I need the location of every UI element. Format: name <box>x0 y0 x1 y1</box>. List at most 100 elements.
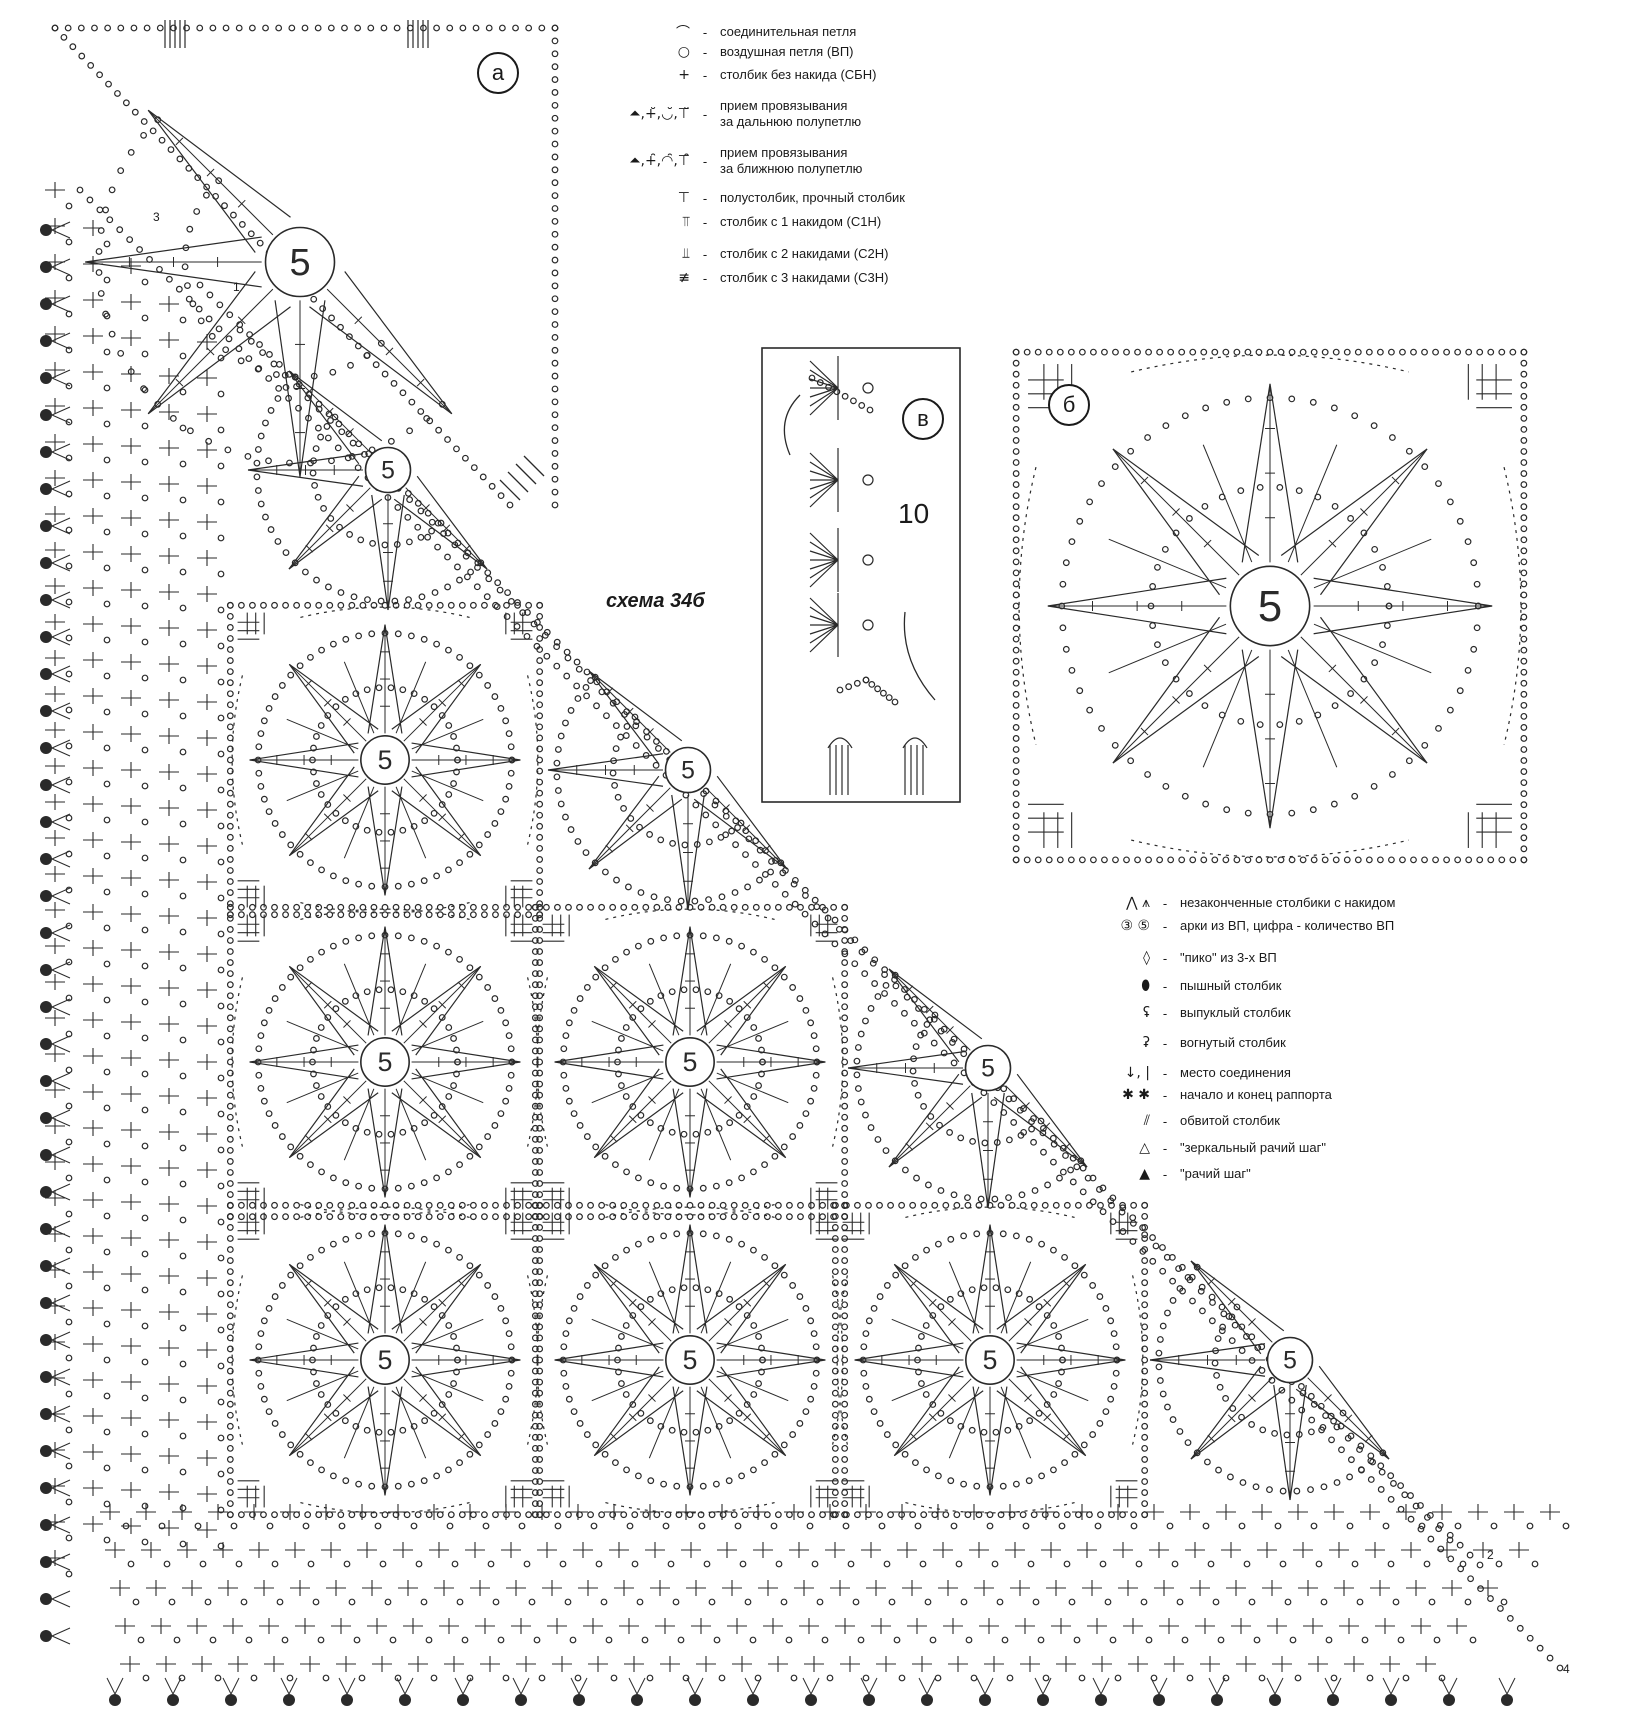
chain-stitch-icon <box>163 1560 171 1568</box>
chain-stitch-icon <box>235 345 243 353</box>
chain-stitch-icon <box>337 1213 345 1221</box>
chain-stitch-icon <box>1141 1511 1149 1519</box>
chain-stitch-icon <box>841 1367 849 1375</box>
chain-stitch-icon <box>609 903 617 911</box>
stitch-line <box>367 926 386 1036</box>
chain-stitch-icon <box>1062 645 1070 653</box>
chain-stitch-icon <box>1073 1636 1081 1644</box>
stitch-line <box>1016 1342 1126 1361</box>
chain-stitch-icon <box>226 1489 234 1496</box>
chain-stitch-icon <box>256 239 264 247</box>
chain-stitch-icon <box>1456 687 1464 695</box>
chain-stitch-icon <box>372 361 380 369</box>
chain-stitch-icon <box>758 1344 765 1352</box>
chain-stitch-icon <box>505 1032 513 1040</box>
chain-stitch-icon <box>660 934 668 942</box>
chain-stitch-icon <box>1186 690 1193 697</box>
chain-stitch-icon <box>1520 834 1528 842</box>
chain-stitch-icon <box>781 890 789 898</box>
chain-stitch-icon <box>1520 657 1528 665</box>
chain-stitch-icon <box>226 1158 234 1165</box>
chain-stitch-icon <box>1012 481 1020 488</box>
chain-stitch-icon <box>108 186 116 194</box>
chain-stitch-icon <box>750 1024 758 1031</box>
chain-stitch-icon <box>686 1511 694 1519</box>
chain-stitch-icon <box>420 877 428 885</box>
chain-stitch-icon <box>265 1110 273 1118</box>
chain-stitch-icon <box>831 1478 839 1485</box>
chain-stitch-icon <box>287 973 295 981</box>
chain-stitch-icon <box>702 811 710 819</box>
chain-stitch-icon <box>1012 348 1020 356</box>
stitch-line <box>515 463 537 485</box>
stitch-line <box>288 965 379 1032</box>
stitch-line <box>809 387 839 407</box>
chain-stitch-icon <box>1067 1166 1074 1174</box>
stitch-line <box>648 1386 680 1459</box>
chain-stitch-icon <box>141 1106 149 1114</box>
chain-stitch-icon <box>310 295 318 303</box>
chain-stitch-icon <box>158 1522 166 1530</box>
chain-stitch-icon <box>341 24 348 32</box>
chain-stitch-icon <box>414 499 422 507</box>
chain-stitch-icon <box>1141 1212 1149 1220</box>
chain-stitch-icon <box>1006 1674 1014 1682</box>
stitch-line <box>288 370 383 442</box>
chain-stitch-icon <box>1012 580 1020 588</box>
chain-stitch-icon <box>453 1368 460 1376</box>
chain-stitch-icon <box>646 1119 654 1127</box>
stitch-line <box>249 1061 359 1080</box>
stitch-line <box>288 1092 379 1159</box>
chain-stitch-icon <box>531 1191 539 1198</box>
chain-stitch-icon <box>217 1434 225 1442</box>
chain-stitch-icon <box>562 1382 570 1390</box>
chain-stitch-icon <box>103 348 111 356</box>
chain-stitch-icon <box>1464 666 1472 674</box>
chain-stitch-icon <box>1156 856 1164 864</box>
picot-icon <box>40 520 52 532</box>
picot-icon <box>40 668 52 680</box>
chain-stitch-icon <box>1276 484 1284 491</box>
chain-stitch-icon <box>514 1201 521 1209</box>
stitch-line <box>648 1261 680 1334</box>
chain-stitch-icon <box>841 1080 849 1088</box>
stitch-line <box>716 1342 826 1361</box>
chain-stitch-icon <box>1141 1231 1149 1239</box>
chain-stitch-icon <box>327 24 335 32</box>
legend-text: воздушная петля (ВП) <box>720 44 854 59</box>
stitch-line <box>230 1677 240 1695</box>
stitch-line <box>286 770 359 802</box>
stitch-line <box>1287 444 1338 563</box>
chain-stitch-icon <box>217 1326 225 1334</box>
chain-stitch-icon <box>1299 348 1307 356</box>
legend-symbol-icon: ⫽ <box>1143 1113 1150 1129</box>
chain-stitch-icon <box>708 1213 716 1221</box>
chain-stitch-icon <box>862 619 874 631</box>
chain-stitch-icon <box>271 1293 279 1300</box>
chain-stitch-icon <box>531 959 539 966</box>
chain-stitch-icon <box>841 1456 849 1463</box>
chain-stitch-icon <box>1178 1263 1186 1271</box>
chain-stitch-icon <box>977 1195 985 1203</box>
chain-stitch-icon <box>536 1003 544 1011</box>
motif-center-number: 5 <box>683 1345 698 1375</box>
chain-stitch-icon <box>862 1017 869 1025</box>
chain-stitch-icon <box>1012 624 1020 632</box>
chain-stitch-icon <box>226 1003 234 1011</box>
chain-stitch-icon <box>600 1598 608 1606</box>
chain-stitch-icon <box>1181 412 1189 420</box>
chain-stitch-icon <box>482 1522 490 1530</box>
chain-stitch-icon <box>260 717 268 725</box>
chain-stitch-icon <box>514 911 521 919</box>
chain-stitch-icon <box>364 596 371 604</box>
chain-stitch-icon <box>653 738 660 745</box>
stitch-line <box>1248 1394 1256 1402</box>
chain-stitch-icon <box>217 1146 225 1154</box>
chain-stitch-icon <box>536 1124 544 1132</box>
chain-stitch-icon <box>1114 1674 1122 1682</box>
chain-stitch-icon <box>1331 702 1339 710</box>
chain-stitch-icon <box>1141 1411 1149 1419</box>
chain-stitch-icon <box>1476 348 1484 356</box>
chain-stitch-icon <box>551 256 559 264</box>
stitch-line <box>391 965 482 1032</box>
